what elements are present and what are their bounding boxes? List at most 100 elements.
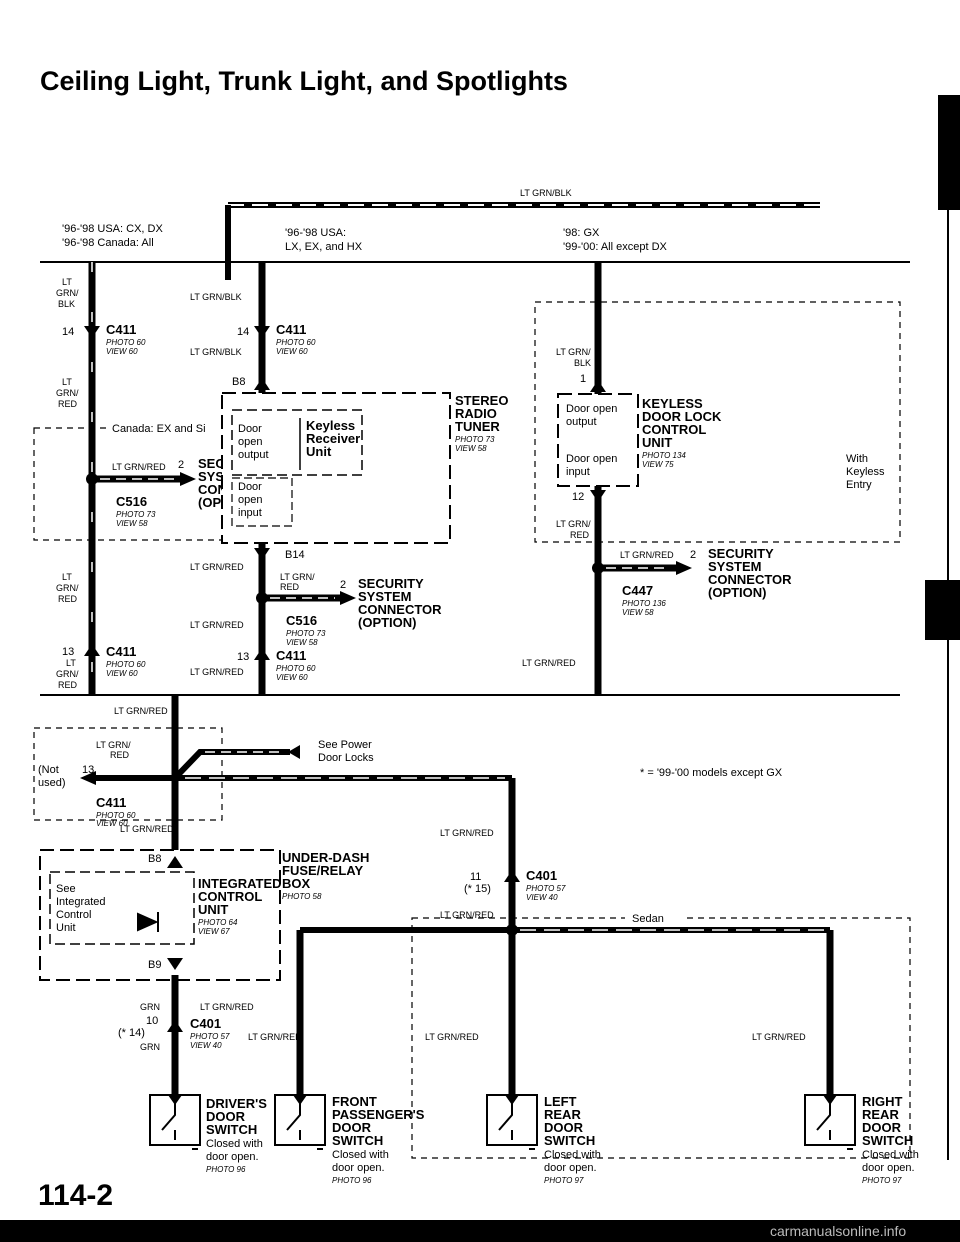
driver-switch-note-2: door open. (206, 1151, 259, 1163)
stereo-door-open-in-3: input (238, 507, 262, 519)
lower-c411-name: C411 (96, 795, 126, 810)
variant-mid-1: '96-'98 USA: (285, 227, 346, 239)
mid-security-wire-label2: RED (280, 582, 300, 592)
keyless-out-2: output (566, 416, 597, 428)
underdash-b8: B8 (148, 853, 161, 865)
right-security-wire-label: LT GRN/RED (620, 550, 674, 560)
right-rear-wire-label: LT GRN/RED (752, 1032, 806, 1042)
right-wire2-lt: LT GRN/ (556, 519, 591, 529)
keyless-entry-box (534, 301, 901, 543)
right-wire3-label: LT GRN/RED (522, 658, 576, 668)
keyless-with-1: With (846, 453, 868, 465)
left-wire3-red: RED (58, 594, 78, 604)
right-wire2-red: RED (570, 530, 590, 540)
left-c411-top-view: VIEW 60 (106, 347, 138, 356)
lower-c401-view: VIEW 40 (526, 893, 558, 902)
stereo-door-open-in-1: Door (238, 481, 262, 493)
driver-switch-note-1: Closed with (206, 1138, 263, 1150)
lower-c401-pin11: 11 (470, 871, 481, 883)
mid-c411-top-view: VIEW 60 (276, 347, 308, 356)
integrated-2: CONTROL (198, 889, 262, 904)
driver-c401-view: VIEW 40 (190, 1041, 222, 1050)
stereo-door-open-in-2: open (238, 494, 262, 506)
underdash-photo: PHOTO 58 (282, 892, 322, 901)
left-wire3-grn: GRN/ (56, 583, 79, 593)
driver-switch-3: SWITCH (206, 1122, 257, 1137)
mid-security-pin: 2 (340, 579, 346, 591)
page-title: Ceiling Light, Trunk Light, and Spotligh… (40, 66, 568, 96)
stereo-door-open-out-2: open (238, 436, 262, 448)
underdash-b8-terminal (167, 856, 183, 868)
left-wire2-lt: LT (62, 377, 72, 387)
right-rear-switch-note-1: Closed with (862, 1149, 919, 1161)
integrated-diode (137, 912, 159, 932)
power-locks-2: Door Locks (318, 752, 374, 764)
left-wire3-lt: LT (62, 572, 72, 582)
left-rear-switch-3: DOOR (544, 1120, 584, 1135)
right-rear-switch-2: REAR (862, 1107, 899, 1122)
canada-note: Canada: EX and Si (112, 423, 206, 435)
stereo-keyless-1: Keyless (306, 418, 355, 433)
power-locks-1: See Power (318, 739, 372, 751)
integrated-photo: PHOTO 64 (198, 918, 238, 927)
passenger-switch-4: SWITCH (332, 1133, 383, 1148)
left-c411-pin14: 14 (62, 326, 74, 338)
driver-c401-name: C401 (190, 1016, 221, 1031)
mid-wire2-label: LT GRN/BLK (190, 347, 242, 357)
stereo-title-1: STEREO (455, 393, 508, 408)
left-security-wire-label: LT GRN/RED (112, 462, 166, 472)
left-rear-switch-2: REAR (544, 1107, 581, 1122)
stereo-box (221, 392, 451, 544)
mid-c411-bot-view: VIEW 60 (276, 673, 308, 682)
left-rear-wire-label: LT GRN/RED (425, 1032, 479, 1042)
stereo-keyless-3: Unit (306, 444, 332, 459)
mid-wire3-label: LT GRN/RED (190, 562, 244, 572)
mid-c411-bot-terminal (254, 648, 270, 660)
driver-wire-grn: GRN (140, 1002, 160, 1012)
driver-switch-1: DRIVER'S (206, 1096, 267, 1111)
variant-right-2: '99-'00: All except DX (563, 241, 668, 253)
mid-c411-top-terminal (254, 326, 270, 338)
left-wire-lt: LT (62, 277, 72, 287)
mid-c516-photo: PHOTO 73 (286, 629, 326, 638)
driver-c401-terminal (167, 1020, 183, 1032)
passenger-switch-3: DOOR (332, 1120, 372, 1135)
variant-right-1: '98: GX (563, 227, 600, 239)
right-wire1-blk: BLK (574, 358, 591, 368)
keyless-title-1: KEYLESS (642, 396, 703, 411)
keyless-title-4: UNIT (642, 435, 672, 450)
variant-left-2: '96-'98 Canada: All (62, 237, 154, 249)
left-rear-switch-note-1: Closed with (544, 1149, 601, 1161)
left-wire2-red: RED (58, 399, 78, 409)
stereo-title-3: TUNER (455, 419, 500, 434)
note-star: * = '99-'00 models except GX (640, 767, 783, 779)
edge-tab-1 (938, 95, 960, 210)
keyless-receiver-box (231, 409, 363, 476)
power-locks-wire (172, 749, 290, 781)
right-pin12: 12 (572, 491, 584, 503)
driver-pin10: 10 (146, 1015, 158, 1027)
passenger-switch-photo: PHOTO 96 (332, 1176, 372, 1185)
right-security-4: (OPTION) (708, 585, 767, 600)
mid-wire1-label: LT GRN/BLK (190, 292, 242, 302)
top-bus-wire-label: LT GRN/BLK (520, 188, 572, 198)
keyless-in-2: input (566, 466, 590, 478)
integrated-see-4: Unit (56, 922, 76, 934)
sedan-label-bg (625, 912, 685, 926)
left-rear-switch-photo: PHOTO 97 (544, 1176, 584, 1185)
driver-top-wire-label: LT GRN/RED (200, 1002, 254, 1012)
watermark: carmanualsonline.info (770, 1223, 906, 1239)
stereo-photo: PHOTO 73 (455, 435, 495, 444)
left-c516-view: VIEW 58 (116, 519, 148, 528)
keyless-title-2: DOOR LOCK (642, 409, 722, 424)
right-rear-switch-note-2: door open. (862, 1162, 915, 1174)
mid-b8-terminal (254, 378, 270, 390)
integrated-see-2: Integrated (56, 896, 106, 908)
mid-c411-top-name: C411 (276, 322, 306, 337)
lower-c401-name: C401 (526, 868, 557, 883)
right-rear-door-switch (804, 1094, 856, 1150)
left-c411-bot-terminal (84, 644, 100, 656)
not-used-1: (Not (38, 764, 59, 776)
left-c411-bot-name: C411 (106, 644, 136, 659)
